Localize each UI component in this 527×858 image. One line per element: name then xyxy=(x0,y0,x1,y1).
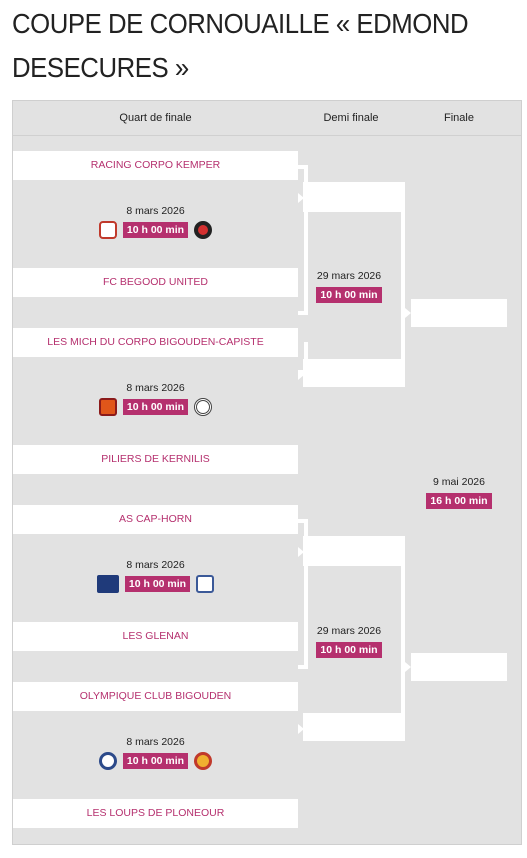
final-slot-top[interactable] xyxy=(411,299,507,327)
quarter-final-match-3[interactable]: AS CAP-HORN 8 mars 2026 10 h 00 min LES … xyxy=(13,505,298,651)
team-away[interactable]: LES LOUPS DE PLONEOUR xyxy=(13,799,298,828)
match-date: 8 mars 2026 xyxy=(126,205,185,217)
page-title: COUPE DE CORNOUAILLE « EDMOND DESECURES … xyxy=(12,2,472,90)
page-title-line-2: DESECURES » xyxy=(12,52,189,83)
match-time: 16 h 00 min xyxy=(426,493,492,509)
bracket-connector xyxy=(298,519,308,669)
header-final: Finale xyxy=(444,112,474,124)
match-info: 8 mars 2026 10 h 00 min xyxy=(13,734,298,772)
orange-crest-logo-icon xyxy=(98,398,117,416)
bracket-arrow-icon xyxy=(298,547,304,557)
quarter-final-match-4[interactable]: OLYMPIQUE CLUB BIGOUDEN 8 mars 2026 10 h… xyxy=(13,682,298,828)
bracket-arrow-icon xyxy=(298,724,304,734)
team-away[interactable]: FC BEGOOD UNITED xyxy=(13,268,298,297)
semi-final-2-slot-top[interactable] xyxy=(303,536,405,564)
final-slot-bottom[interactable] xyxy=(411,653,507,681)
header-divider xyxy=(13,135,521,136)
bracket-arrow-icon xyxy=(298,370,304,380)
tournament-bracket: Quart de finale Demi finale Finale RACIN… xyxy=(12,100,522,845)
red-white-shield-logo-icon xyxy=(98,221,117,239)
blue-figure-logo-icon xyxy=(196,575,215,593)
wolf-badge-logo-icon xyxy=(194,752,213,770)
team-home[interactable]: OLYMPIQUE CLUB BIGOUDEN xyxy=(13,682,298,711)
blue-round-crest-logo-icon xyxy=(98,752,117,770)
match-time: 10 h 00 min xyxy=(124,576,191,592)
bracket-connector xyxy=(298,165,308,315)
match-date: 29 mars 2026 xyxy=(316,625,382,637)
bracket-arrow-icon xyxy=(298,193,304,203)
quarter-final-match-2[interactable]: LES MICH DU CORPO BIGOUDEN-CAPISTE 8 mar… xyxy=(13,328,298,474)
match-time: 10 h 00 min xyxy=(122,222,189,238)
match-date: 29 mars 2026 xyxy=(316,270,382,282)
semi-final-1-slot-bottom[interactable] xyxy=(303,359,405,387)
match-info: 8 mars 2026 10 h 00 min xyxy=(13,557,298,595)
red-black-round-logo-icon xyxy=(194,221,213,239)
match-date: 8 mars 2026 xyxy=(126,736,185,748)
match-time: 10 h 00 min xyxy=(316,642,382,658)
match-date: 8 mars 2026 xyxy=(126,559,185,571)
header-quarter-final: Quart de finale xyxy=(119,112,192,124)
semi-final-2-slot-bottom[interactable] xyxy=(303,713,405,741)
bracket-arrow-icon xyxy=(405,662,411,672)
semi-final-2-info: 29 mars 2026 10 h 00 min xyxy=(303,623,395,661)
page-title-line-1: COUPE DE CORNOUAILLE « EDMOND xyxy=(12,8,469,39)
match-time: 10 h 00 min xyxy=(122,753,189,769)
match-info: 8 mars 2026 10 h 00 min xyxy=(13,203,298,241)
match-time: 10 h 00 min xyxy=(316,287,382,303)
semi-final-1-slot-top[interactable] xyxy=(303,182,405,210)
match-time: 10 h 00 min xyxy=(122,399,189,415)
team-home[interactable]: LES MICH DU CORPO BIGOUDEN-CAPISTE xyxy=(13,328,298,357)
team-home[interactable]: AS CAP-HORN xyxy=(13,505,298,534)
team-away[interactable]: PILIERS DE KERNILIS xyxy=(13,445,298,474)
black-white-star-logo-icon xyxy=(194,398,213,416)
semi-final-1-info: 29 mars 2026 10 h 00 min xyxy=(303,268,395,306)
match-date: 9 mai 2026 xyxy=(433,476,485,488)
final-info: 9 mai 2026 16 h 00 min xyxy=(411,474,507,512)
team-away[interactable]: LES GLENAN xyxy=(13,622,298,651)
team-home[interactable]: RACING CORPO KEMPER xyxy=(13,151,298,180)
cap-horn-logo-icon xyxy=(96,575,119,593)
match-info: 8 mars 2026 10 h 00 min xyxy=(13,380,298,418)
bracket-arrow-icon xyxy=(405,308,411,318)
match-date: 8 mars 2026 xyxy=(126,382,185,394)
header-semi-final: Demi finale xyxy=(323,112,379,124)
quarter-final-match-1[interactable]: RACING CORPO KEMPER 8 mars 2026 10 h 00 … xyxy=(13,151,298,297)
